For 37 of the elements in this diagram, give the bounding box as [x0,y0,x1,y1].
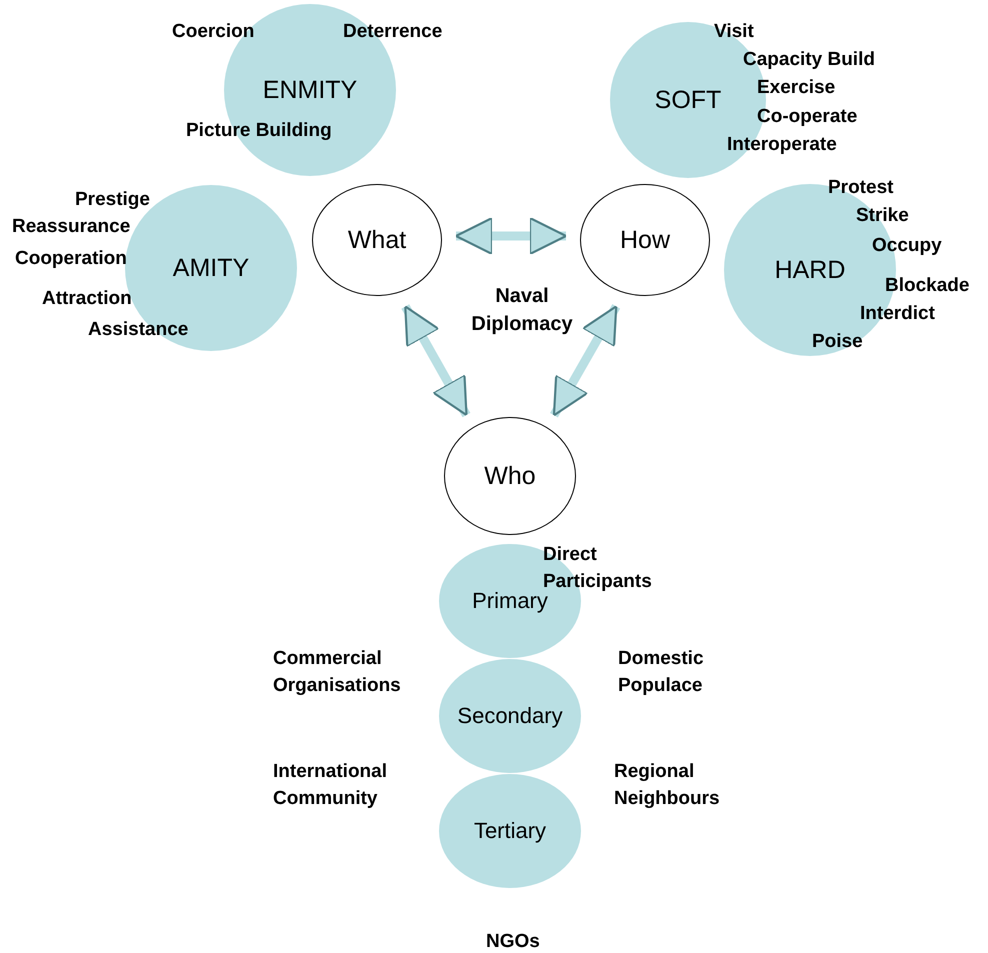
side-label: Strike [856,204,909,228]
side-label: Commercial Organisations [273,647,402,698]
node-label: Tertiary [474,818,546,844]
side-label: NGOs [486,930,540,953]
side-label: Cooperation [15,247,127,271]
double-arrow [550,304,620,418]
side-label: Prestige [75,188,150,212]
double-arrow [454,216,568,256]
side-label: Co-operate [757,105,858,129]
side-label: Regional Neighbours [614,760,721,811]
side-label: International Community [273,760,388,811]
node-label: What [348,226,406,254]
node-label: How [620,226,670,254]
side-label: Visit [714,20,754,44]
node-label: AMITY [172,254,250,282]
node-label: Secondary [457,703,563,729]
side-label: Assistance [88,318,188,342]
side-label: Deterrence [343,20,442,44]
side-label: Coercion [172,20,254,44]
node-label: ENMITY [262,76,358,104]
side-label: Poise [812,330,863,354]
side-label: Attraction [42,287,132,311]
side-label: Protest [828,176,894,200]
node-label: Who [484,462,536,490]
side-label: Picture Building [186,119,332,143]
side-label: Interdict [860,302,935,326]
diagram-label: Naval Diplomacy [470,284,574,337]
side-label: Occupy [872,234,942,258]
side-label: Capacity Build [743,48,875,72]
side-label: Interoperate [727,133,837,157]
double-arrow [401,304,470,418]
side-label: Exercise [757,76,836,100]
node-label: SOFT [654,86,722,114]
side-label: Blockade [885,274,970,298]
node-label: HARD [774,256,846,284]
side-label: Domestic Populace [618,647,705,698]
side-label: Reassurance [12,215,130,239]
